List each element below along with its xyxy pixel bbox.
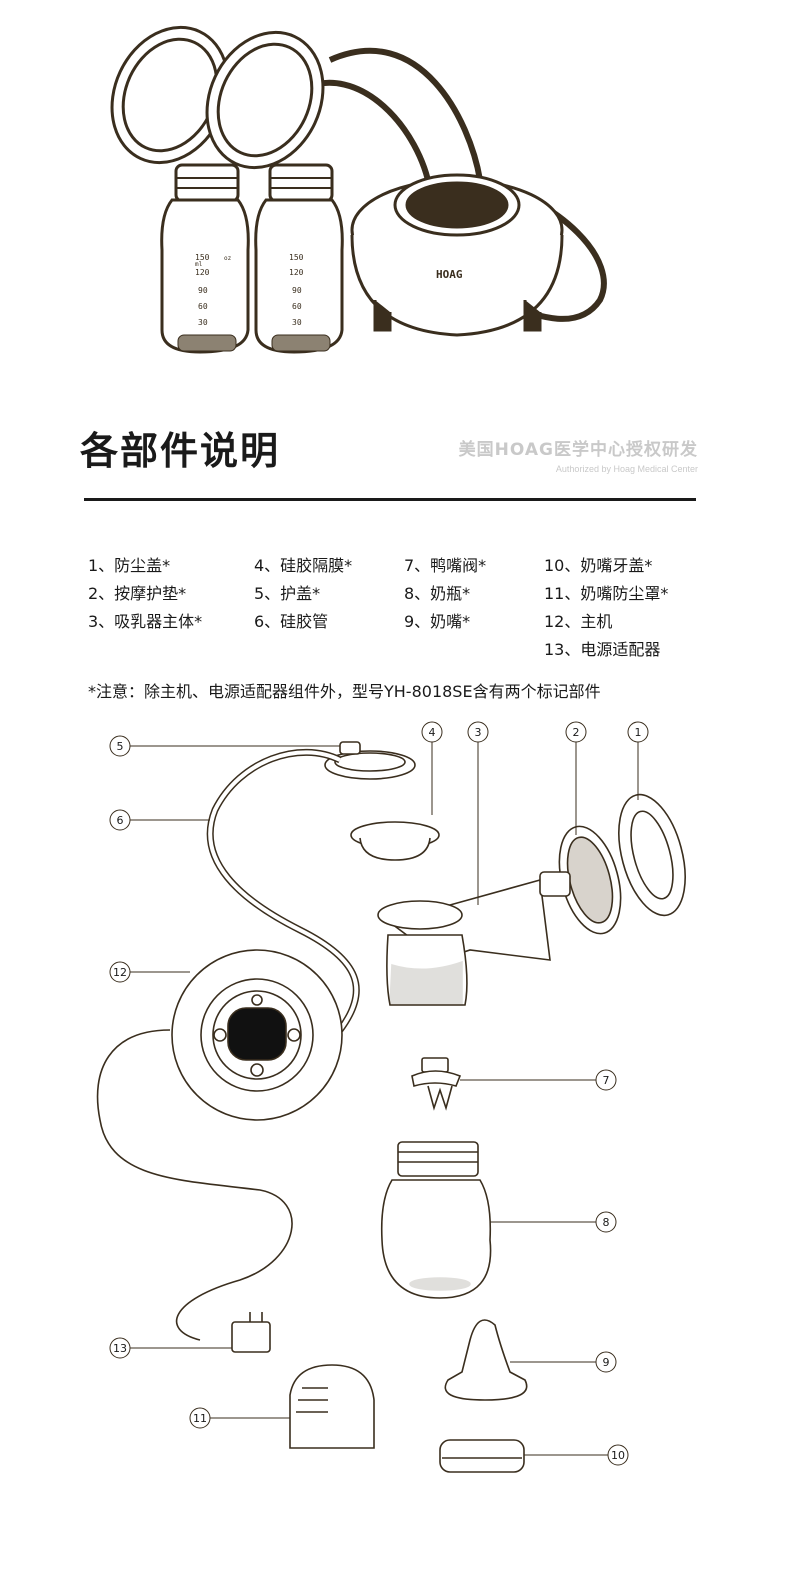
part-cushion-illustration [539, 825, 622, 935]
part-main-unit-illustration [171, 949, 343, 1121]
header-divider [84, 498, 696, 501]
bottle-unit-oz: oz [224, 255, 232, 262]
list-item: 7、鸭嘴阀* [404, 556, 487, 575]
list-item: 4、硅胶隔膜* [254, 556, 353, 575]
list-item: 10、奶嘴牙盖* [544, 556, 653, 575]
part-valve-illustration [411, 1057, 462, 1111]
list-item: 9、奶嘴* [404, 612, 471, 631]
bottle2-mark-120: 120 [289, 268, 304, 277]
bottle2-mark-150: 150 [289, 253, 304, 262]
hero-illustration: HOAG 150 120 90 60 30 150 120 90 60 30 m… [110, 25, 607, 354]
brand-en: Authorized by Hoag Medical Center [555, 464, 698, 474]
exploded-diagram: 5 6 4 3 2 1 12 7 8 9 13 11 10 [96, 721, 686, 1473]
section-title: 各部件说明 [80, 429, 281, 473]
part-adapter-illustration [96, 1029, 293, 1353]
callout-11: 11 [193, 1412, 207, 1425]
callout-6: 6 [117, 814, 124, 827]
brand-block: 美国HOAG医学中心授权研发 Authorized by Hoag Medica… [459, 435, 698, 474]
callout-12: 12 [113, 966, 127, 979]
callout-4: 4 [429, 726, 436, 739]
bottle-unit-ml: ml [195, 261, 203, 268]
list-item: 1、防尘盖* [88, 556, 171, 575]
callout-5: 5 [117, 740, 124, 753]
part-nipple-cap-illustration [289, 1364, 375, 1449]
callout-8: 8 [603, 1216, 610, 1229]
part-cover-illustration [324, 741, 416, 780]
list-item: 11、奶嘴防尘罩* [544, 584, 669, 603]
part-nipple-illustration [444, 1319, 528, 1401]
part-diaphragm-illustration [350, 821, 440, 861]
note-text: *注意：除主机、电源适配器组件外，型号YH-8018SE含有两个标记部件 [88, 682, 601, 701]
list-item: 2、按摩护垫* [88, 584, 187, 603]
bottle2-mark-30: 30 [292, 318, 302, 327]
callout-13: 13 [113, 1342, 127, 1355]
bottle2-mark-90: 90 [292, 286, 302, 295]
parts-column-4: 10、奶嘴牙盖* 11、奶嘴防尘罩* 12、主机 13、电源适配器 [544, 552, 668, 664]
list-item: 8、奶瓶* [404, 584, 471, 603]
hero-logo: HOAG [436, 268, 463, 281]
parts-column-2: 4、硅胶隔膜* 5、护盖* 6、硅胶管 [254, 552, 352, 636]
bottle1-mark-30: 30 [198, 318, 208, 327]
callout-7: 7 [603, 1074, 610, 1087]
parts-column-3: 7、鸭嘴阀* 8、奶瓶* 9、奶嘴* [404, 552, 486, 636]
part-dust-cover-illustration [618, 793, 686, 917]
list-item: 6、硅胶管 [254, 612, 329, 631]
callout-10: 10 [611, 1449, 625, 1462]
bottle1-mark-150: 150 [195, 253, 210, 262]
part-nipple-ring-illustration [439, 1439, 525, 1473]
parts-column-1: 1、防尘盖* 2、按摩护垫* 3、吸乳器主体* [88, 552, 202, 636]
callout-9: 9 [603, 1356, 610, 1369]
brand-cn: 美国HOAG医学中心授权研发 [458, 440, 698, 460]
callout-2: 2 [573, 726, 580, 739]
part-bottle-illustration [380, 1141, 492, 1299]
bottle1-mark-120: 120 [195, 268, 210, 277]
bottle1-mark-60: 60 [198, 302, 208, 311]
bottle2-mark-60: 60 [292, 302, 302, 311]
bottle1-mark-90: 90 [198, 286, 208, 295]
list-item: 3、吸乳器主体* [88, 612, 203, 631]
part-pump-body-illustration [377, 878, 551, 1006]
list-item: 13、电源适配器 [544, 640, 661, 659]
callout-1: 1 [635, 726, 642, 739]
callout-3: 3 [475, 726, 482, 739]
list-item: 12、主机 [544, 612, 613, 631]
list-item: 5、护盖* [254, 584, 321, 603]
